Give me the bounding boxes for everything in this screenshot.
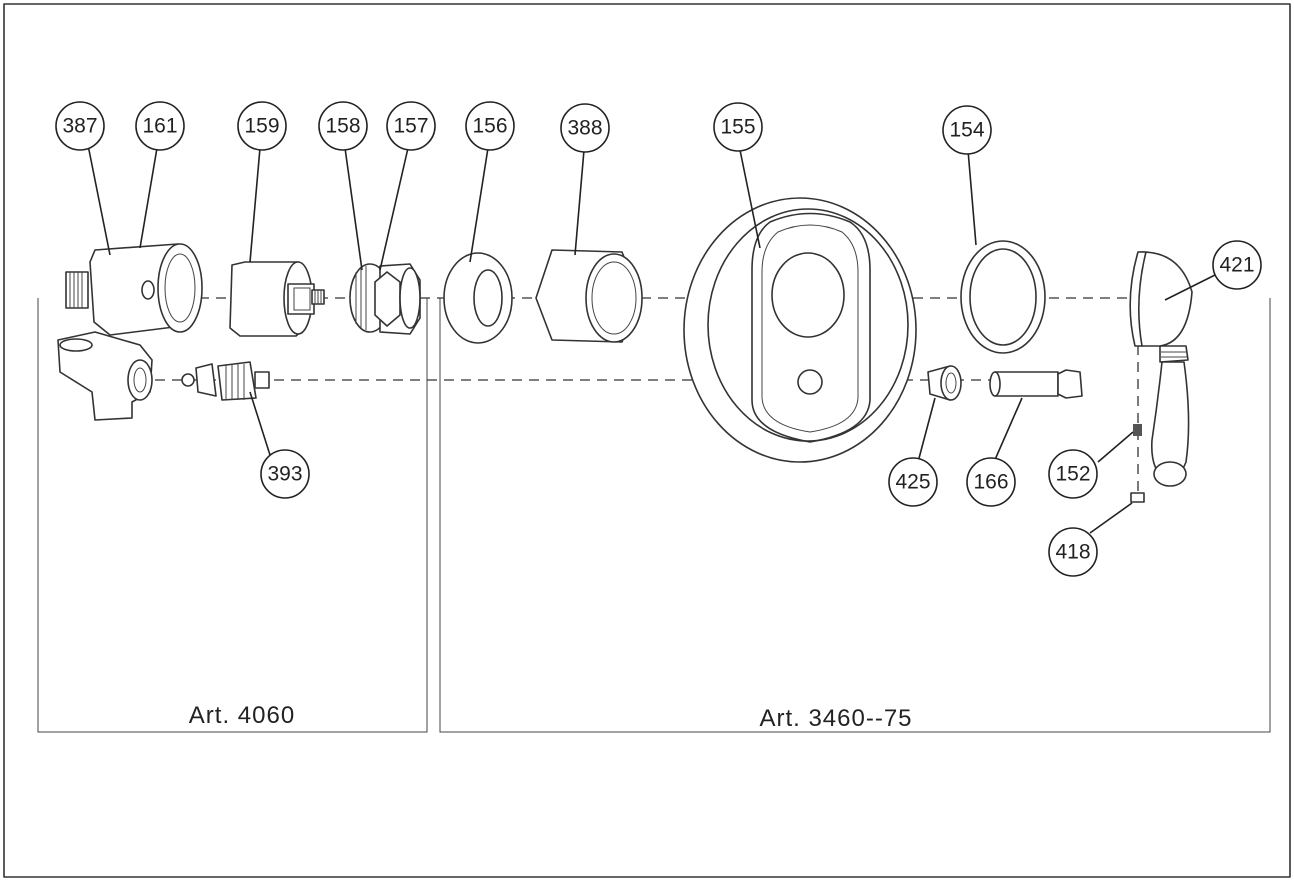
callout-152: 152 — [1048, 449, 1098, 499]
group-bracket-left — [37, 298, 428, 733]
part-escutcheon — [443, 252, 513, 344]
svg-text:421: 421 — [1219, 254, 1254, 277]
svg-text:156: 156 — [472, 115, 507, 138]
leader-387 — [87, 144, 111, 256]
svg-text:387: 387 — [62, 115, 97, 138]
leader-388 — [574, 149, 585, 256]
callout-421: 421 — [1212, 240, 1262, 290]
callout-418: 418 — [1048, 527, 1098, 577]
leader-158 — [344, 147, 363, 271]
part-diverter — [181, 361, 270, 401]
callout-387: 387 — [55, 101, 105, 151]
svg-text:393: 393 — [267, 463, 302, 486]
page-frame — [3, 3, 1291, 878]
part-lever-handle — [1129, 251, 1193, 487]
part-valve-body — [57, 243, 203, 421]
group-label-left: Art. 4060 — [189, 702, 295, 729]
leader-154 — [967, 149, 977, 246]
leader-155 — [739, 149, 761, 249]
leader-159 — [249, 147, 261, 263]
part-sleeve — [535, 249, 643, 343]
part-bushing — [927, 365, 962, 401]
part-ring — [960, 240, 1046, 354]
callout-157: 157 — [386, 101, 436, 151]
callout-159: 159 — [237, 101, 287, 151]
leader-157 — [379, 147, 409, 271]
leader-421 — [1164, 274, 1216, 301]
group-bracket-right — [439, 298, 1271, 733]
part-cap — [1130, 492, 1145, 503]
part-cartridge — [229, 261, 325, 337]
callout-388: 388 — [560, 103, 610, 153]
leader-393 — [249, 391, 271, 456]
svg-text:157: 157 — [393, 115, 428, 138]
svg-text:418: 418 — [1055, 541, 1090, 564]
leader-152 — [1097, 431, 1134, 463]
leader-166 — [993, 397, 1023, 463]
callout-393: 393 — [260, 449, 310, 499]
part-spindle — [989, 369, 1083, 399]
svg-text:425: 425 — [895, 471, 930, 494]
callout-156: 156 — [465, 101, 515, 151]
part-cover-plate — [683, 197, 917, 463]
svg-text:158: 158 — [325, 115, 360, 138]
leader-425 — [917, 397, 936, 463]
callout-158: 158 — [318, 101, 368, 151]
leader-156 — [469, 147, 489, 263]
callout-155: 155 — [713, 102, 763, 152]
callout-166: 166 — [966, 457, 1016, 507]
part-grub-screw — [1133, 424, 1142, 436]
svg-text:152: 152 — [1055, 463, 1090, 486]
group-label-right: Art. 3460--75 — [759, 705, 912, 732]
svg-text:388: 388 — [567, 117, 602, 140]
callout-425: 425 — [888, 457, 938, 507]
svg-text:154: 154 — [949, 119, 984, 142]
leader-418 — [1089, 502, 1133, 534]
leader-161 — [139, 147, 158, 249]
callout-161: 161 — [135, 101, 185, 151]
part-nut — [349, 263, 421, 335]
callout-154: 154 — [942, 105, 992, 155]
svg-text:166: 166 — [973, 471, 1008, 494]
svg-text:161: 161 — [142, 115, 177, 138]
svg-text:159: 159 — [244, 115, 279, 138]
svg-text:155: 155 — [720, 116, 755, 139]
